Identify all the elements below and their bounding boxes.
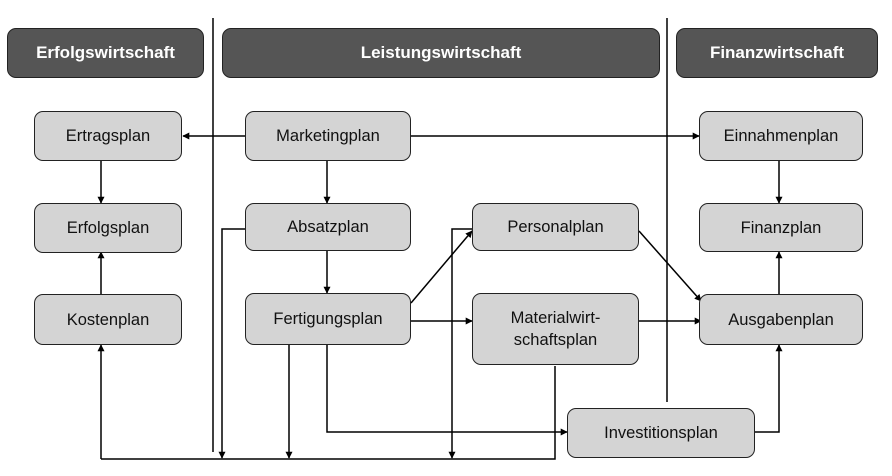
- box-ausgabenplan: Ausgabenplan: [699, 294, 863, 345]
- arrow-investition-ausgaben: [755, 344, 783, 433]
- box-investitionsplan: Investitionsplan: [567, 408, 755, 458]
- box-fertigungsplan: Fertigungsplan: [245, 293, 411, 345]
- box-ertragsplan: Ertragsplan: [34, 111, 182, 161]
- box-finanzplan: Finanzplan: [699, 203, 863, 252]
- arrow-personal-bus: [448, 228, 472, 459]
- box-materialwirtschaftsplan: Materialwirt- schaftsplan: [472, 293, 639, 365]
- arrow-personal-ausgaben: [638, 230, 702, 302]
- box-erfolgsplan: Erfolgsplan: [34, 203, 182, 253]
- arrow-fertigung-investition: [326, 345, 568, 436]
- bottom-bus: [101, 366, 556, 460]
- box-absatzplan: Absatzplan: [245, 203, 411, 251]
- arrow-absatz-bus: [218, 228, 245, 459]
- header-erfolgswirtschaft: Erfolgswirtschaft: [7, 28, 204, 78]
- box-personalplan: Personalplan: [472, 203, 639, 251]
- header-leistungswirtschaft: Leistungswirtschaft: [222, 28, 660, 78]
- arrow-fertigung-personal: [410, 230, 473, 304]
- header-finanzwirtschaft: Finanzwirtschaft: [676, 28, 878, 78]
- box-einnahmenplan: Einnahmenplan: [699, 111, 863, 161]
- box-marketingplan: Marketingplan: [245, 111, 411, 161]
- box-kostenplan: Kostenplan: [34, 294, 182, 345]
